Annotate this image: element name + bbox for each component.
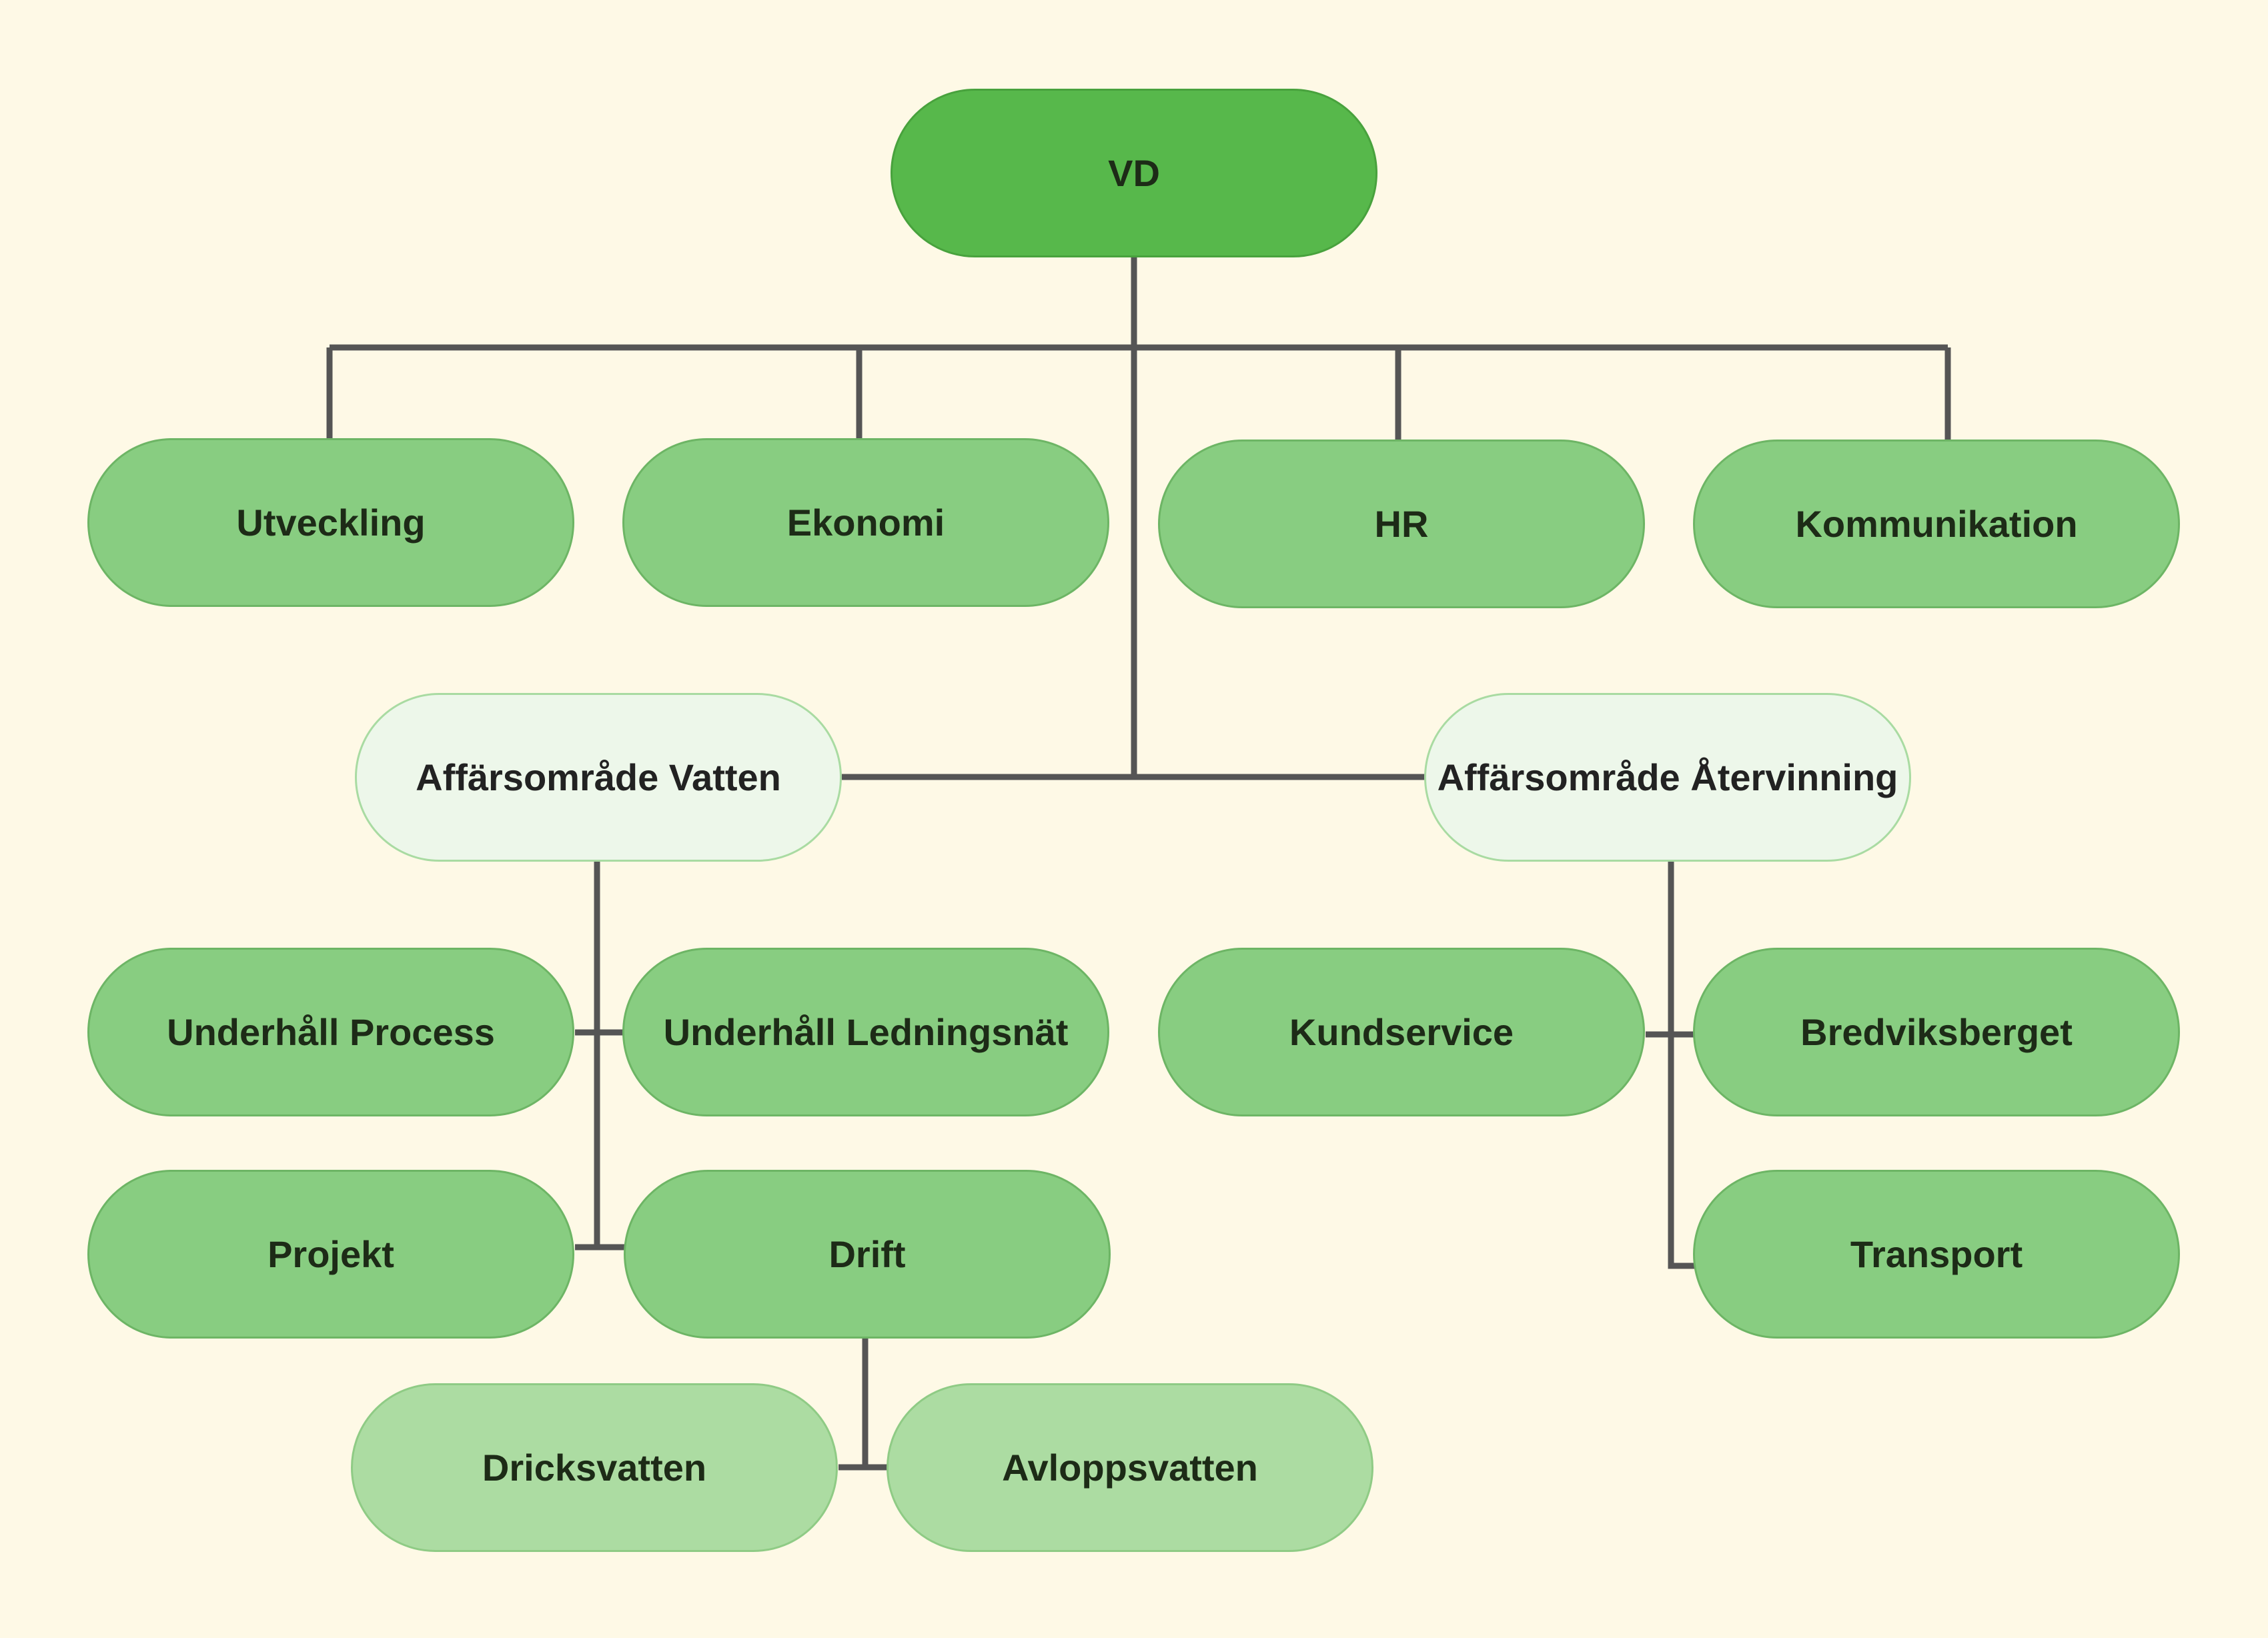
node-label: Bredviksberget [1800,1011,2073,1053]
node-label: Transport [1850,1233,2023,1275]
node-dricksvatten: Dricksvatten [351,1383,838,1552]
node-hr: HR [1158,440,1645,608]
node-label: Drift [828,1233,906,1275]
node-label: Affärsområde Vatten [416,756,781,798]
node-underhall-process: Underhåll Process [87,948,574,1116]
node-utveckling: Utveckling [87,438,574,607]
node-avloppsvatten: Avloppsvatten [887,1383,1373,1552]
node-label: Utveckling [236,502,426,544]
node-bredviksberget: Bredviksberget [1693,948,2180,1116]
node-drift: Drift [624,1170,1111,1339]
node-vd: VD [891,89,1377,257]
connector-recycling-trunk [1668,862,1696,1269]
node-affarsomrade-vatten: Affärsområde Vatten [355,693,842,862]
node-label: Kundservice [1289,1011,1514,1053]
node-projekt: Projekt [87,1170,574,1339]
node-label: Projekt [267,1233,394,1275]
node-kundservice: Kundservice [1158,948,1645,1116]
node-kommunikation: Kommunikation [1693,440,2180,608]
node-transport: Transport [1693,1170,2180,1339]
node-label: Dricksvatten [482,1447,707,1489]
node-label: Ekonomi [786,502,945,544]
node-affarsomrade-atervinning: Affärsområde Återvinning [1424,693,1911,862]
node-label: Avloppsvatten [1002,1447,1258,1489]
node-ekonomi: Ekonomi [622,438,1109,607]
node-label: Kommunikation [1795,503,2078,545]
node-label: Underhåll Process [167,1011,495,1053]
node-label: Underhåll Ledningsnät [663,1011,1069,1053]
node-underhall-ledningsnat: Underhåll Ledningsnät [622,948,1109,1116]
node-label: Affärsområde Återvinning [1437,756,1898,798]
node-label: VD [1108,152,1160,194]
node-label: HR [1374,503,1429,545]
